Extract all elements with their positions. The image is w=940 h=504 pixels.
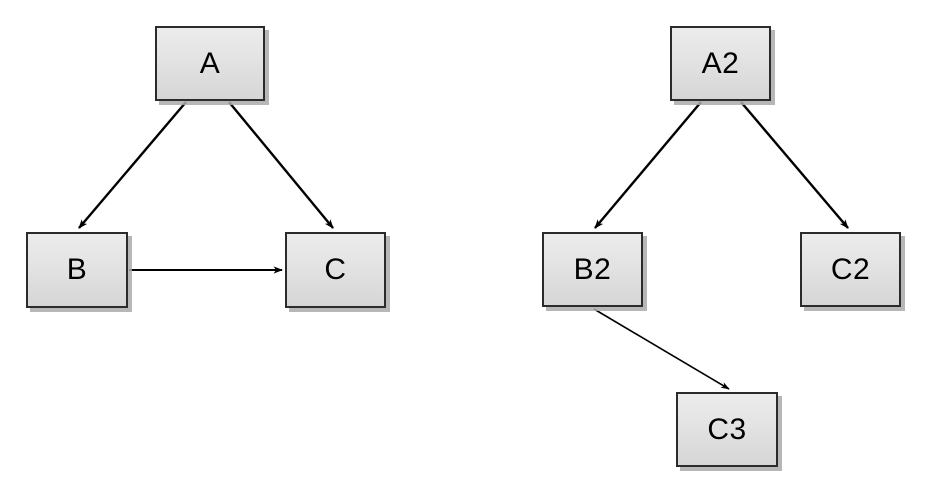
node-label-c: C xyxy=(324,253,347,286)
node-a2[interactable]: A2 xyxy=(670,26,771,101)
node-c2[interactable]: C2 xyxy=(800,232,901,307)
edge-a-to-c xyxy=(228,101,334,229)
node-label-c3: C3 xyxy=(707,412,747,446)
edge-a2-to-c2 xyxy=(740,101,849,229)
node-b2[interactable]: B2 xyxy=(542,232,643,307)
edge-b2-to-c3 xyxy=(593,308,730,390)
node-label-b2: B2 xyxy=(573,252,612,286)
edges-group xyxy=(78,101,849,390)
node-label-a2: A2 xyxy=(701,46,740,80)
node-label-a: A xyxy=(199,46,221,80)
node-b[interactable]: B xyxy=(26,232,128,308)
edge-a2-to-b2 xyxy=(594,101,702,229)
node-label-c2: C2 xyxy=(830,252,871,286)
node-c[interactable]: C xyxy=(285,232,386,308)
node-c3[interactable]: C3 xyxy=(676,392,778,467)
node-a[interactable]: A xyxy=(155,26,265,101)
node-label-b: B xyxy=(66,253,88,286)
edge-a-to-b xyxy=(78,101,187,229)
